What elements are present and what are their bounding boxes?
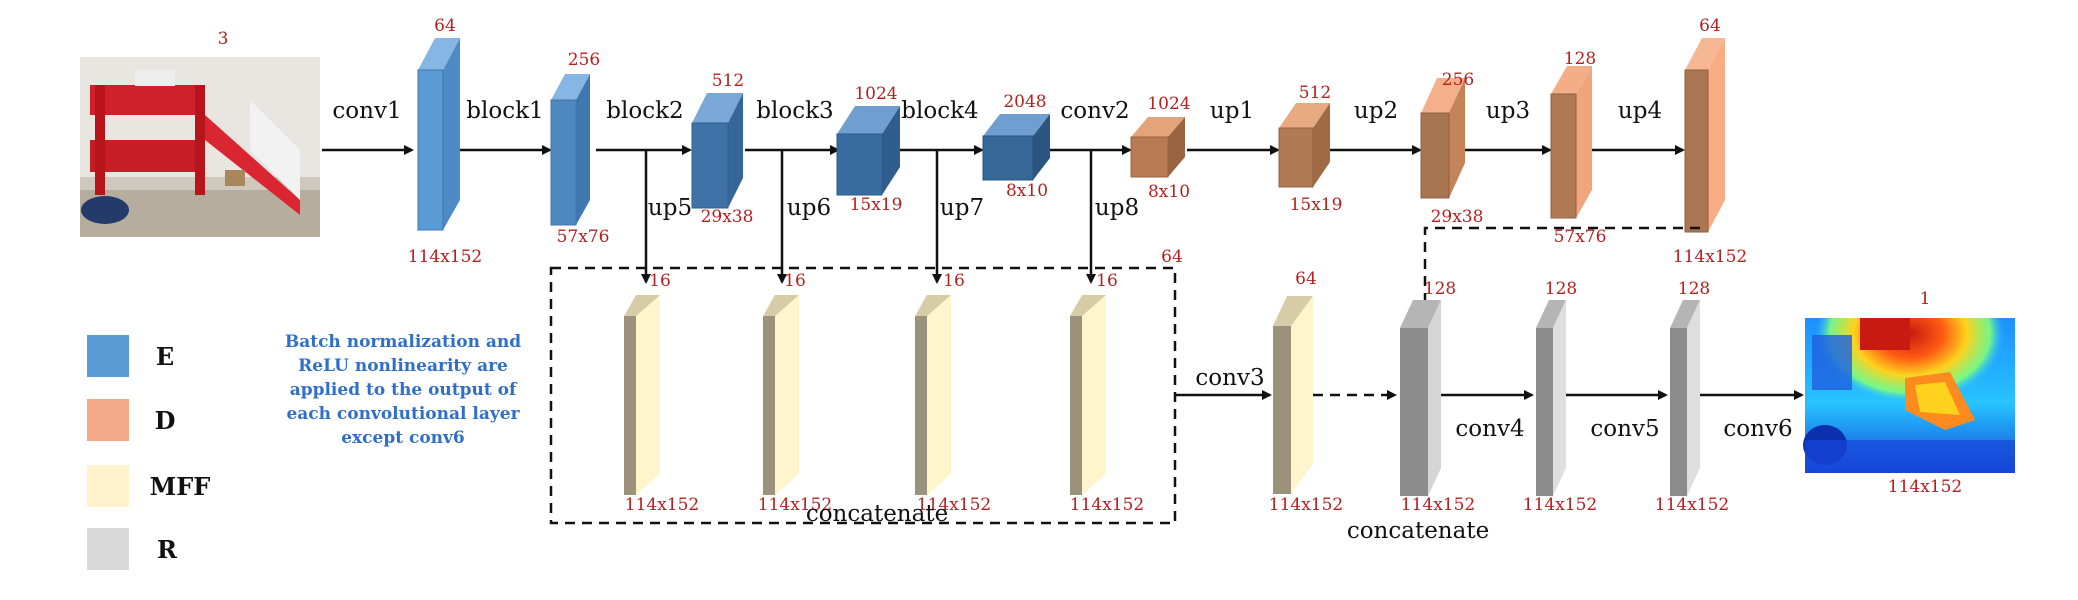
conv2-channels: 1024: [1147, 94, 1190, 114]
conv1-size: 114x152: [408, 247, 482, 267]
up3-channels: 128: [1564, 49, 1596, 69]
concat-refine-block: [1400, 300, 1441, 496]
up6-slab: [763, 295, 799, 495]
output-size-label: 114x152: [1888, 477, 1962, 497]
up4-block: [1684, 38, 1725, 233]
note-line-1: Batch normalization and: [285, 332, 521, 352]
op-block2: block2: [606, 98, 683, 124]
block4-channels: 2048: [1003, 92, 1046, 112]
concat-refine-channels: 128: [1424, 279, 1456, 299]
op-up3: up3: [1486, 98, 1530, 124]
up7-slab: [915, 295, 951, 495]
conv5-size: 114x152: [1655, 495, 1729, 515]
op-conv6: conv6: [1723, 416, 1792, 442]
conv4-block: [1536, 300, 1566, 496]
output-channels-label: 1: [1920, 289, 1931, 309]
conv1-channels: 64: [434, 16, 456, 36]
note-line-2: ReLU nonlinearity are: [298, 356, 508, 376]
legend: E D MFF R: [87, 335, 210, 570]
up1-block: [1278, 103, 1330, 188]
note-line-5: except conv6: [341, 428, 465, 448]
mff-concatenate-label: concatenate: [806, 501, 948, 527]
mff-group-channels: 64: [1161, 247, 1183, 267]
block2-size: 29x38: [701, 207, 754, 227]
up7-channels: 16: [943, 271, 965, 291]
op-up5: up5: [648, 195, 692, 221]
up1-size: 15x19: [1290, 195, 1343, 215]
op-up2: up2: [1354, 98, 1398, 124]
up5-slab: [624, 295, 660, 495]
block1-block: [550, 74, 590, 226]
concat-refine-size: 114x152: [1401, 495, 1475, 515]
block3-channels: 1024: [854, 84, 897, 104]
legend-swatch-r: [87, 528, 129, 570]
block2-channels: 512: [712, 71, 744, 91]
block4-block: [982, 114, 1050, 181]
block1-channels: 256: [568, 50, 600, 70]
legend-swatch-d: [87, 399, 129, 441]
conv4-size: 114x152: [1523, 495, 1597, 515]
conv5-channels: 128: [1678, 279, 1710, 299]
up5-channels: 16: [649, 271, 671, 291]
up4-size: 114x152: [1673, 247, 1747, 267]
legend-swatch-mff: [87, 465, 129, 507]
op-up7: up7: [940, 195, 984, 221]
conv3-channels: 64: [1295, 269, 1317, 289]
block3-size: 15x19: [850, 195, 903, 215]
up3-size: 57x76: [1554, 227, 1607, 247]
conv3-size: 114x152: [1269, 495, 1343, 515]
block3-block: [836, 106, 900, 196]
op-block1: block1: [466, 98, 543, 124]
op-conv2: conv2: [1060, 98, 1129, 124]
up6-channels: 16: [784, 271, 806, 291]
up8-slab: [1070, 295, 1106, 495]
refine-concatenate-label: concatenate: [1347, 518, 1489, 544]
op-conv5: conv5: [1590, 416, 1659, 442]
op-conv3: conv3: [1195, 365, 1264, 391]
conv5-block: [1670, 300, 1700, 496]
legend-label-mff: MFF: [150, 472, 211, 501]
op-up6: up6: [787, 195, 831, 221]
conv1-block: [417, 38, 460, 231]
block2-block: [691, 93, 743, 209]
op-up4: up4: [1618, 98, 1662, 124]
op-conv4: conv4: [1455, 416, 1524, 442]
conv2-size: 8x10: [1148, 182, 1190, 202]
up2-block: [1420, 78, 1465, 199]
legend-label-e: E: [156, 342, 174, 371]
up8-size: 114x152: [1070, 495, 1144, 515]
op-block3: block3: [756, 98, 833, 124]
up4-channels: 64: [1699, 16, 1721, 36]
legend-swatch-e: [87, 335, 129, 377]
conv3-slab: [1273, 296, 1313, 494]
up7-size: 114x152: [917, 495, 991, 515]
legend-label-d: D: [155, 406, 176, 435]
conv2-block: [1130, 117, 1185, 178]
block4-size: 8x10: [1006, 181, 1048, 201]
legend-label-r: R: [157, 535, 178, 564]
op-up8: up8: [1095, 195, 1139, 221]
up6-size: 114x152: [758, 495, 832, 515]
up2-size: 29x38: [1431, 207, 1484, 227]
depth-map: [1803, 318, 2015, 473]
up1-channels: 512: [1299, 83, 1331, 103]
batchnorm-note: Batch normalization and ReLU nonlinearit…: [285, 332, 521, 448]
bunk-bed-photo: [80, 57, 320, 237]
op-conv1: conv1: [332, 98, 401, 124]
input-channels-label: 3: [218, 29, 229, 49]
note-line-4: each convolutional layer: [286, 404, 520, 424]
op-up1: up1: [1210, 98, 1254, 124]
note-line-3: applied to the output of: [290, 380, 518, 400]
op-block4: block4: [901, 98, 978, 124]
up8-channels: 16: [1096, 271, 1118, 291]
conv4-channels: 128: [1545, 279, 1577, 299]
up5-size: 114x152: [625, 495, 699, 515]
up3-block: [1550, 66, 1592, 219]
up2-channels: 256: [1442, 70, 1474, 90]
block1-size: 57x76: [557, 227, 610, 247]
